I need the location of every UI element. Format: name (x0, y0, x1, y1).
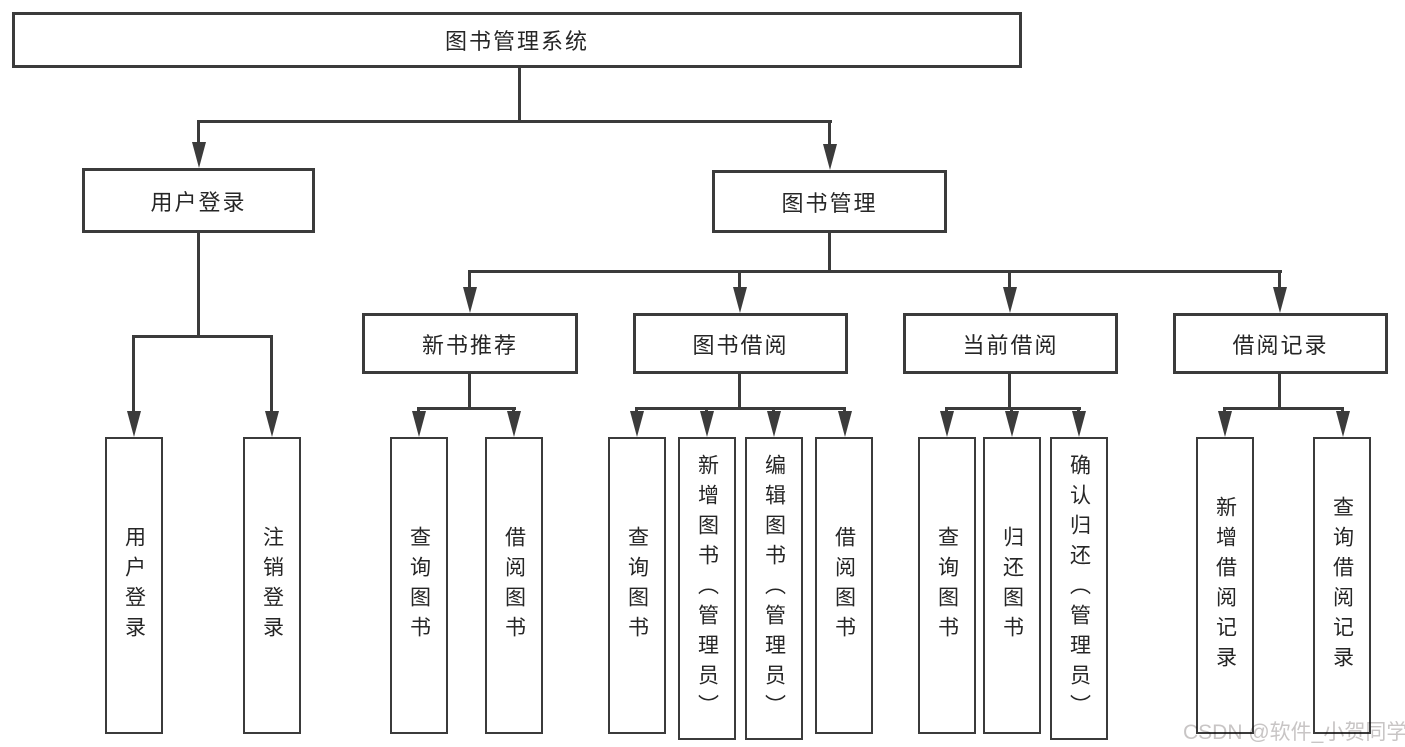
leaf-query-borrow-record: 查询借阅记录 (1313, 437, 1371, 734)
connector-drop-borrow-record (1278, 270, 1281, 290)
connector-drop-book-borrow (738, 270, 741, 290)
arrowhead-return-book (1005, 411, 1019, 437)
arrowhead-book-borrow (733, 287, 747, 313)
connector-drop-new-book-rec (468, 270, 471, 290)
node-current-borrow: 当前借阅 (903, 313, 1118, 374)
connector-drop-leaf-logout (270, 335, 273, 415)
arrowhead-user-login (192, 142, 206, 168)
connector-root-stem (518, 68, 521, 123)
leaf-borrow-books-2-label: 借阅图书 (832, 525, 856, 646)
node-book-borrow: 图书借阅 (633, 313, 848, 374)
connector-borrow-record-branch (1223, 407, 1344, 410)
leaf-user-login-label: 用户登录 (122, 525, 146, 646)
arrowhead-borrow-books-2 (838, 411, 852, 437)
arrowhead-leaf-logout (265, 411, 279, 437)
leaf-borrow-books-1: 借阅图书 (485, 437, 543, 734)
leaf-query-books-3: 查询图书 (918, 437, 976, 734)
connector-user-login-branch (132, 335, 273, 338)
connector-new-book-rec-stem (468, 374, 471, 410)
node-book-mgmt-label: 图书管理 (781, 190, 878, 216)
leaf-query-books-3-label: 查询图书 (935, 525, 959, 646)
connector-root-branch (197, 120, 832, 123)
leaf-edit-book-admin: 编辑图书（管理员） (745, 437, 803, 740)
connector-book-mgmt-stem (828, 233, 831, 273)
arrowhead-current-borrow (1003, 287, 1017, 313)
node-root-label: 图书管理系统 (444, 29, 589, 54)
leaf-query-books-1: 查询图书 (390, 437, 448, 734)
connector-drop-book-mgmt (828, 120, 831, 148)
leaf-return-book-label: 归还图书 (1000, 525, 1024, 646)
leaf-borrow-books-1-label: 借阅图书 (502, 525, 526, 646)
node-borrow-record: 借阅记录 (1173, 313, 1388, 374)
arrowhead-edit-book-admin (767, 411, 781, 437)
arrowhead-leaf-user-login (127, 411, 141, 437)
arrowhead-add-borrow-record (1218, 411, 1232, 437)
connector-new-book-rec-branch (417, 407, 516, 410)
leaf-borrow-books-2: 借阅图书 (815, 437, 873, 734)
leaf-add-book-admin: 新增图书（管理员） (678, 437, 736, 740)
arrowhead-new-book-rec (463, 287, 477, 313)
leaf-add-borrow-record-label: 新增借阅记录 (1213, 495, 1237, 676)
connector-book-mgmt-branch (468, 270, 1282, 273)
leaf-query-books-2-label: 查询图书 (625, 525, 649, 646)
arrowhead-book-mgmt (823, 144, 837, 170)
csdn-watermark: CSDN @软件_小贺同学 (1183, 721, 1405, 744)
node-new-book-rec: 新书推荐 (362, 313, 578, 374)
node-current-borrow-label: 当前借阅 (962, 332, 1059, 358)
leaf-edit-book-admin-label: 编辑图书（管理员） (762, 453, 786, 724)
connector-book-borrow-stem (738, 374, 741, 410)
node-book-borrow-label: 图书借阅 (692, 332, 789, 358)
leaf-add-borrow-record: 新增借阅记录 (1196, 437, 1254, 734)
leaf-logout: 注销登录 (243, 437, 301, 734)
leaf-confirm-return-admin: 确认归还（管理员） (1050, 437, 1108, 740)
node-borrow-record-label: 借阅记录 (1232, 332, 1329, 358)
leaf-return-book: 归还图书 (983, 437, 1041, 734)
connector-book-borrow-branch (635, 407, 846, 410)
leaf-query-books-2: 查询图书 (608, 437, 666, 734)
leaf-logout-label: 注销登录 (260, 525, 284, 646)
node-root: 图书管理系统 (12, 12, 1022, 68)
arrowhead-add-book-admin (700, 411, 714, 437)
connector-borrow-record-stem (1278, 374, 1281, 410)
connector-current-borrow-branch (945, 407, 1081, 410)
leaf-user-login: 用户登录 (105, 437, 163, 734)
arrowhead-query-books-1 (412, 411, 426, 437)
node-new-book-rec-label: 新书推荐 (421, 332, 518, 358)
connector-current-borrow-stem (1008, 374, 1011, 410)
leaf-confirm-return-admin-label: 确认归还（管理员） (1067, 453, 1091, 724)
arrowhead-borrow-record (1273, 287, 1287, 313)
arrowhead-query-books-2 (630, 411, 644, 437)
arrowhead-query-books-3 (940, 411, 954, 437)
connector-drop-leaf-user-login (132, 335, 135, 415)
connector-user-login-stem (197, 233, 200, 335)
arrowhead-confirm-return (1072, 411, 1086, 437)
node-user-login: 用户登录 (82, 168, 315, 233)
connector-drop-user-login (197, 120, 200, 146)
connector-drop-current-borrow (1008, 270, 1011, 290)
leaf-query-borrow-record-label: 查询借阅记录 (1330, 495, 1354, 676)
arrowhead-borrow-books-1 (507, 411, 521, 437)
leaf-add-book-admin-label: 新增图书（管理员） (695, 453, 719, 724)
leaf-query-books-1-label: 查询图书 (407, 525, 431, 646)
arrowhead-query-borrow-record (1336, 411, 1350, 437)
node-book-mgmt: 图书管理 (712, 170, 947, 233)
node-user-login-label: 用户登录 (150, 189, 247, 215)
